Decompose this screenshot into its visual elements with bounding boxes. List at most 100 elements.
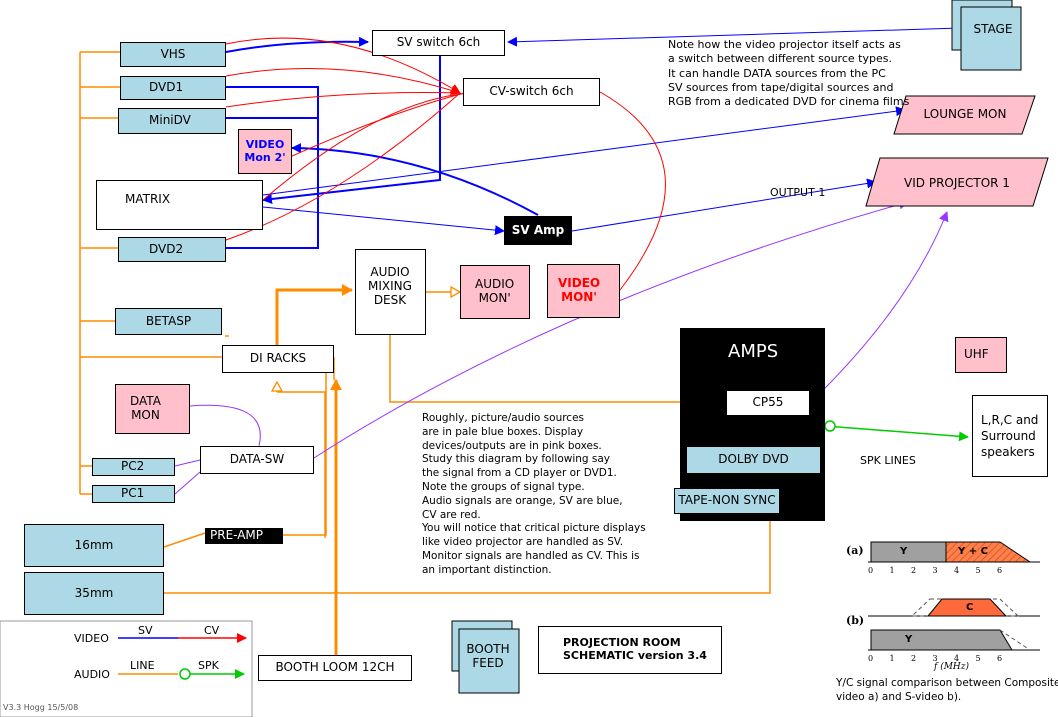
cp55-box: CP55 — [726, 390, 810, 416]
legend-cv-label: CV — [204, 624, 220, 637]
version-label: V3.3 Hogg 15/5/08 — [3, 703, 79, 712]
yc-figure — [868, 541, 1040, 651]
sv-switch-label: SV switch 6ch — [396, 35, 481, 50]
minidv-label: MiniDV — [149, 113, 191, 128]
speakers-label: L,R,C and Surround speakers — [981, 413, 1039, 459]
sv-switch-box: SV switch 6ch — [372, 30, 505, 56]
pre-amp-label: PRE-AMP — [210, 528, 264, 543]
sv-amp-box: SV Amp — [504, 216, 572, 245]
speakers-box: L,R,C and Surround speakers — [972, 395, 1048, 477]
lounge-mon-label: LOUNGE MON — [923, 107, 1007, 121]
legend-spk-label: SPK — [198, 659, 219, 672]
yc-tick-label: 5 — [975, 566, 981, 575]
audio-mon-label: AUDIO MON' — [475, 277, 515, 305]
legend-line-label: LINE — [130, 659, 155, 672]
yc-tick-label: 5 — [975, 654, 981, 663]
data-sw-box: DATA-SW — [200, 446, 314, 474]
legend-sv-label: SV — [138, 624, 153, 637]
legend-audio-label: AUDIO — [74, 668, 110, 681]
yc-tick-label: 2 — [911, 654, 917, 663]
video-mon-box: VIDEO MON' — [547, 264, 620, 318]
minidv-box: MiniDV — [118, 108, 226, 134]
16mm-box: 16mm — [24, 524, 164, 567]
pc2-box: PC2 — [92, 458, 175, 476]
yc-caption: Y/C signal comparison between Composite … — [836, 677, 1058, 703]
stage-feed-label: STAGE FEED — [973, 22, 1013, 36]
tape-non-sync-label: TAPE-NON SYNC — [678, 493, 776, 508]
data-mon-box: DATA MON — [115, 384, 190, 434]
sv-amp-label: SV Amp — [511, 222, 565, 237]
video-mon-label: VIDEO MON' — [558, 276, 601, 304]
sv-thin-lines — [262, 27, 961, 236]
yc-tick-label: 4 — [954, 654, 960, 663]
projection-title-box: PROJECTION ROOM SCHEMATIC version 3.4 — [538, 626, 722, 674]
cv-lines — [225, 37, 666, 291]
yc-tick-label: 4 — [954, 566, 960, 575]
video-mon2-label: VIDEO Mon 2' — [244, 137, 286, 164]
yc-a-label: (a) — [846, 544, 864, 557]
vhs-label: VHS — [160, 46, 186, 61]
pc1-box: PC1 — [92, 485, 175, 503]
betasp-label: BETASP — [145, 313, 192, 328]
35mm-box: 35mm — [24, 572, 164, 615]
tape-non-sync-box: TAPE-NON SYNC — [674, 488, 780, 514]
yc-y-plus-c-label: Y + C — [958, 546, 988, 557]
booth-feed-label: BOOTH FEED — [466, 642, 510, 670]
pre-amp-box: PRE-AMP — [205, 528, 283, 544]
yc-tick-label: 0 — [868, 566, 874, 575]
dvd2-label: DVD2 — [149, 241, 184, 256]
pc1-label: PC1 — [121, 486, 145, 501]
main-note: Roughly, picture/audio sources are in pa… — [422, 412, 646, 576]
yc-tick-label: 0 — [868, 654, 874, 663]
amps-label: AMPS — [728, 341, 779, 362]
cp55-label: CP55 — [752, 395, 784, 410]
yc-tick-label: 2 — [911, 566, 917, 575]
spk-node — [824, 420, 836, 432]
yc-tick-label: 3 — [932, 566, 938, 575]
yc-c-label: C — [966, 602, 974, 613]
16mm-label: 16mm — [74, 537, 114, 552]
yc-tick-label: 3 — [932, 654, 938, 663]
output1-label: OUTPUT 1 — [770, 186, 826, 199]
cv-switch-label: CV-switch 6ch — [489, 84, 574, 99]
video-mon2-box: VIDEO Mon 2' — [238, 129, 292, 174]
di-racks-box: DI RACKS — [222, 345, 334, 373]
spk-line — [824, 425, 969, 442]
pc2-label: PC2 — [121, 459, 145, 474]
audio-mixing-desk-label: AUDIO MIXING DESK — [368, 265, 412, 307]
vhs-box: VHS — [120, 42, 226, 67]
dvd1-label: DVD1 — [149, 80, 184, 95]
data-sw-label: DATA-SW — [229, 452, 285, 467]
projector-note: Note how the video projector itself acts… — [668, 38, 910, 109]
yc-b-label: (b) — [846, 614, 865, 627]
uhf-label: UHF — [964, 347, 989, 362]
cv-switch-box: CV-switch 6ch — [463, 78, 600, 106]
dvd2-box: DVD2 — [118, 237, 226, 262]
yc-tick-label: 6 — [997, 654, 1003, 663]
dolby-dvd-box: DOLBY DVD — [686, 446, 821, 474]
data-mon-label: DATA MON — [130, 394, 161, 422]
legend-video-label: VIDEO — [74, 632, 109, 645]
yc-tick-label: 1 — [889, 566, 895, 575]
yc-y-label: Y — [900, 546, 908, 557]
booth-loom-box: BOOTH LOOM 12CH — [258, 655, 412, 681]
dvd1-box: DVD1 — [120, 76, 226, 100]
yc-axis-label: f (MHz) — [934, 662, 970, 672]
matrix-box: MATRIX — [96, 180, 263, 230]
yc-tick-label: 1 — [889, 654, 895, 663]
vid-projector-label: VID PROJECTOR 1 — [904, 176, 1010, 190]
dolby-dvd-label: DOLBY DVD — [718, 452, 789, 467]
uhf-box: UHF — [955, 337, 1007, 373]
spk-lines-label: SPK LINES — [860, 454, 916, 467]
audio-mixing-desk-box: AUDIO MIXING DESK — [355, 249, 426, 335]
yc-y2-label: Y — [905, 634, 913, 645]
yc-tick-label: 6 — [997, 566, 1003, 575]
di-racks-label: DI RACKS — [249, 351, 307, 366]
matrix-label: MATRIX — [125, 192, 171, 206]
vid-projector-shape — [865, 157, 1049, 207]
betasp-box: BETASP — [115, 308, 222, 335]
booth-loom-label: BOOTH LOOM 12CH — [275, 660, 395, 675]
projection-title: PROJECTION ROOM SCHEMATIC version 3.4 — [563, 636, 707, 662]
lounge-mon-shape — [893, 95, 1036, 135]
35mm-label: 35mm — [74, 585, 114, 600]
